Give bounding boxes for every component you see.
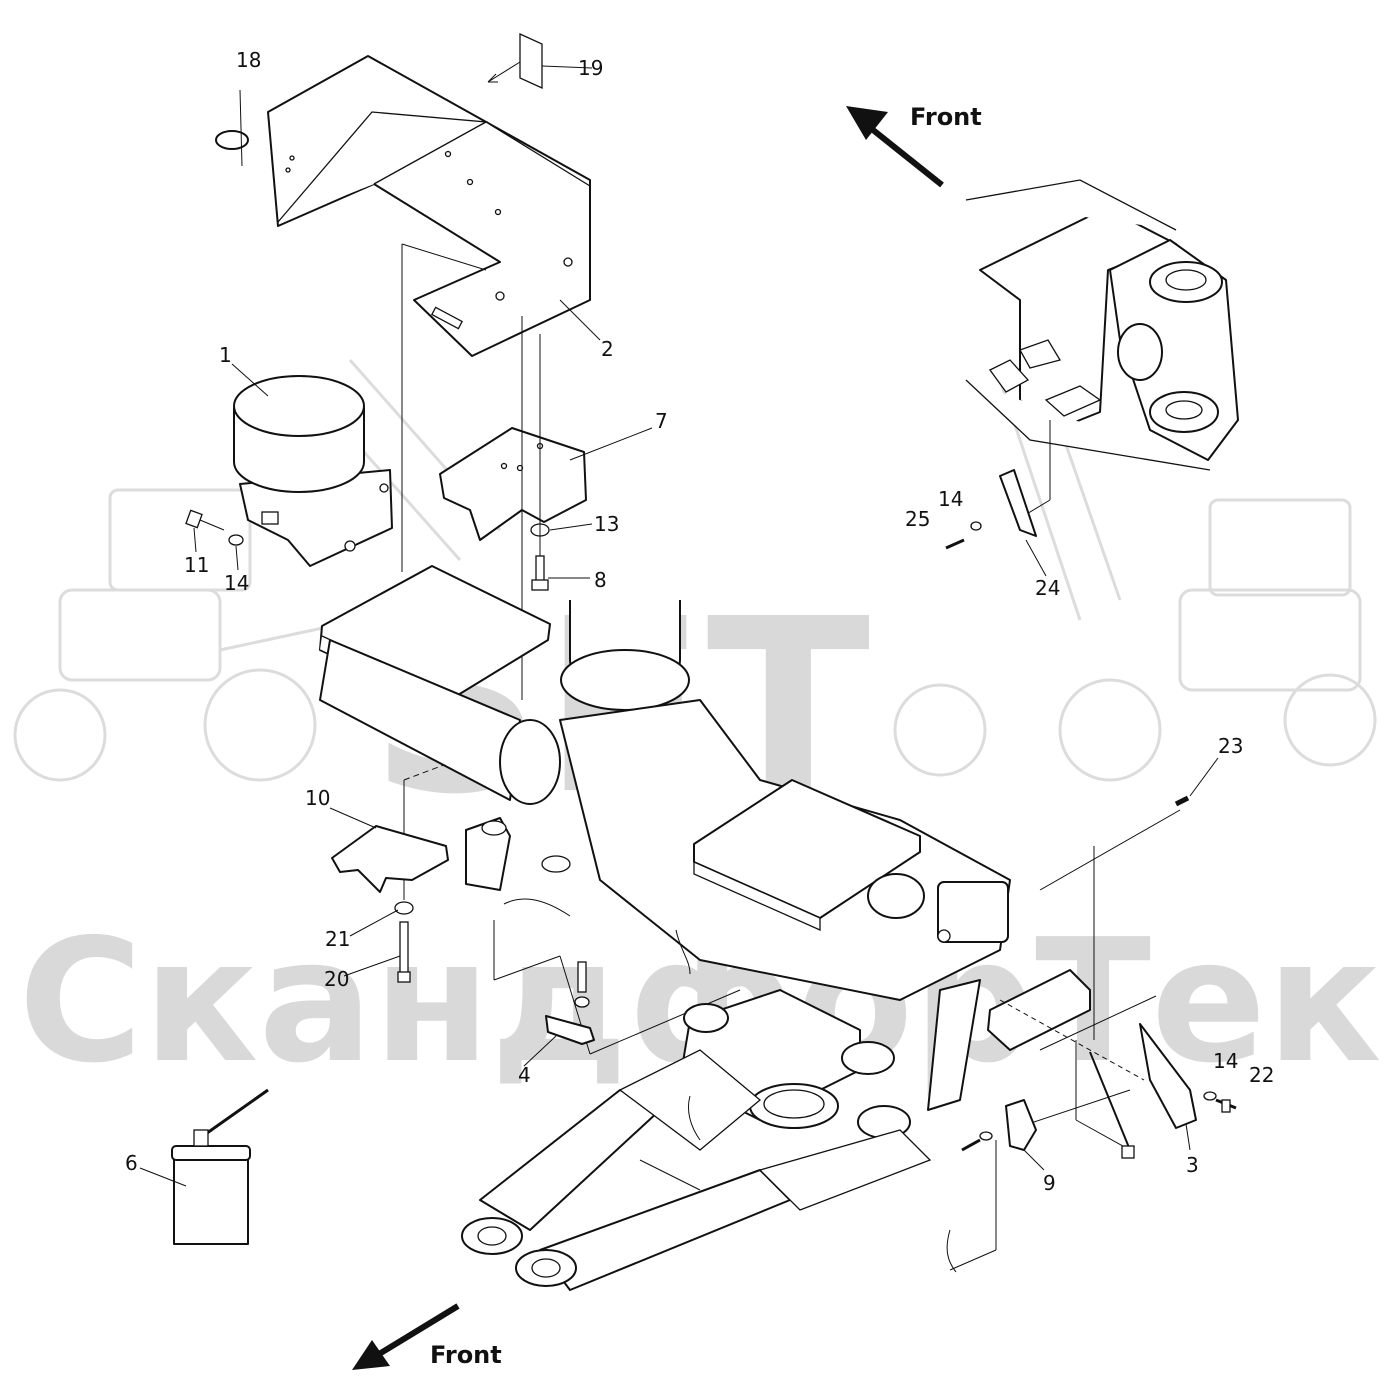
callout-8: 8 <box>594 568 607 592</box>
callout-9: 9 <box>1043 1171 1056 1195</box>
callout-1: 1 <box>219 343 232 367</box>
callout-22: 22 <box>1249 1063 1274 1087</box>
callout-20: 20 <box>324 967 349 991</box>
callout-14-right: 14 <box>1213 1049 1238 1073</box>
part-18-ring-clip <box>215 89 249 167</box>
inset-detail-view <box>945 179 1239 550</box>
callout-25: 25 <box>905 507 930 531</box>
callout-24: 24 <box>1035 576 1060 600</box>
part-9-clamp <box>961 1099 1037 1152</box>
callout-14-left: 14 <box>224 571 249 595</box>
front-label-top: Front <box>910 103 982 131</box>
part-22-bolt <box>1215 1098 1237 1113</box>
part-10-bracket <box>331 825 449 893</box>
callout-21: 21 <box>325 927 350 951</box>
part-11-bolt <box>185 509 225 531</box>
arrow-bottom-icon <box>364 1303 460 1365</box>
part-14-washer-left <box>228 534 244 546</box>
callout-18: 18 <box>236 48 261 72</box>
front-arrow-top: Front <box>846 103 982 188</box>
part-1-grease-container <box>233 375 393 567</box>
callout-3: 3 <box>1186 1153 1199 1177</box>
callout-4: 4 <box>518 1063 531 1087</box>
part-4-clamp <box>545 961 595 1045</box>
part-7-bracket <box>439 427 587 541</box>
callout-23: 23 <box>1218 734 1243 758</box>
callout-leaders <box>139 65 1219 1187</box>
front-label-bottom: Front <box>430 1341 502 1369</box>
part-23-screw <box>1174 795 1190 807</box>
callout-10: 10 <box>305 786 330 810</box>
part-2-cover <box>267 55 591 357</box>
watermark-tractor-right <box>893 369 1377 782</box>
part-14-washer-right <box>1203 1091 1217 1101</box>
front-arrow-bottom: Front <box>352 1303 502 1370</box>
part-6-grease-pump <box>171 1088 269 1245</box>
callout-13: 13 <box>594 512 619 536</box>
part-20-bolt <box>397 921 411 983</box>
callout-7: 7 <box>655 409 668 433</box>
callout-11: 11 <box>184 553 209 577</box>
callout-2: 2 <box>601 337 614 361</box>
main-frame-assembly <box>319 565 1181 1291</box>
part-21-washer <box>394 901 414 915</box>
callout-labels: 1 2 3 4 6 7 8 9 10 11 13 14 14 14 18 19 … <box>125 48 1274 1195</box>
arrow-bottom-head-icon <box>352 1340 390 1370</box>
arrow-top-head-icon <box>846 106 888 140</box>
part-19-decal <box>487 32 543 90</box>
callout-19: 19 <box>578 56 603 80</box>
callout-6: 6 <box>125 1151 138 1175</box>
callout-14-inset: 14 <box>938 487 963 511</box>
